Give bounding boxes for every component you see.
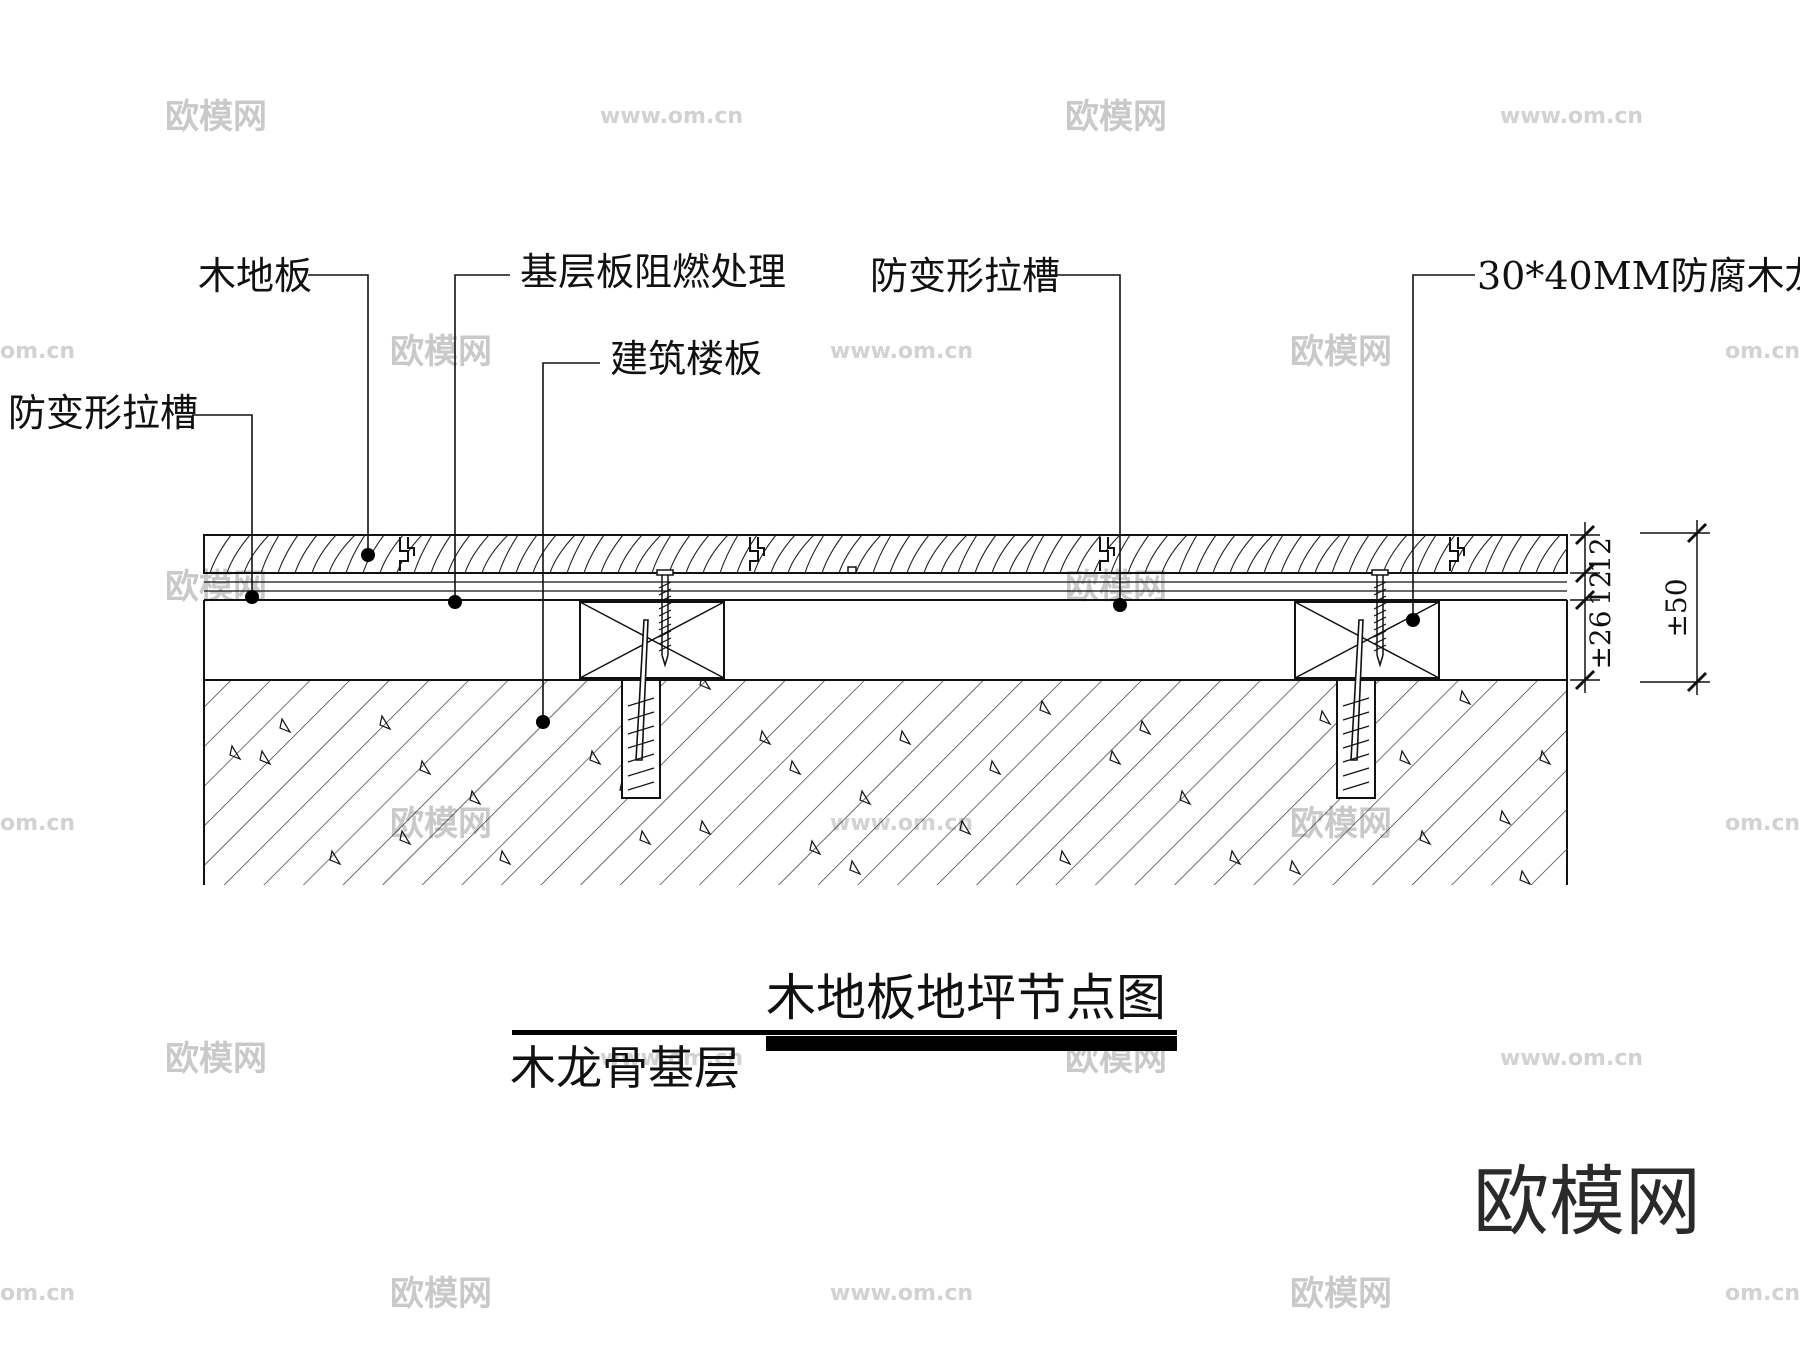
watermark-url: www.om.cn xyxy=(600,104,743,129)
title-main: 木地板地坪节点图 xyxy=(766,969,1166,1027)
label-anti-deform-mid: 防变形拉槽 xyxy=(870,254,1060,298)
dim-26: ±26 xyxy=(1584,610,1617,669)
watermark-brand: 欧模网 xyxy=(1065,97,1167,137)
anchor-hole xyxy=(1336,619,1376,799)
watermark-url-fragment: om.cn xyxy=(0,811,75,836)
watermark-layer: 欧模网欧模网欧模网欧模网欧模网欧模网欧模网欧模网欧模网欧模网欧模网欧模网www.… xyxy=(0,97,1800,1314)
joist xyxy=(579,569,725,799)
watermark-url-fragment: om.cn xyxy=(1725,1281,1800,1306)
title-sub: 木龙骨基层 xyxy=(510,1041,740,1095)
label-anti-deform-left: 防变形拉槽 xyxy=(8,391,198,435)
watermark-url: www.om.cn xyxy=(1500,1046,1643,1071)
watermark-url: www.om.cn xyxy=(830,339,973,364)
dimension-group xyxy=(1570,520,1710,695)
label-wood-floor: 木地板 xyxy=(198,254,312,298)
watermark-brand: 欧模网 xyxy=(165,97,267,137)
leader-dots xyxy=(245,548,1420,729)
title-underline-thin xyxy=(512,1030,1177,1035)
watermark-brand: 欧模网 xyxy=(1290,332,1392,372)
watermark-url: www.om.cn xyxy=(830,1281,973,1306)
watermark-url-fragment: om.cn xyxy=(1725,811,1800,836)
anchor-hole xyxy=(621,619,661,799)
base-board-layer xyxy=(204,566,1567,601)
watermark-url: www.om.cn xyxy=(1500,104,1643,129)
dim-12-mid: 12 xyxy=(1584,570,1617,606)
watermark-url: www.om.cn xyxy=(600,1046,743,1071)
watermark-brand: 欧模网 xyxy=(390,332,492,372)
watermark-brand: 欧模网 xyxy=(165,1039,267,1079)
watermark-url-fragment: om.cn xyxy=(0,339,75,364)
watermark-url-fragment: om.cn xyxy=(1725,339,1800,364)
watermark-brand: 欧模网 xyxy=(1290,1274,1392,1314)
watermark-url-fragment: om.cn xyxy=(0,1281,75,1306)
title-underline-thick xyxy=(766,1036,1177,1051)
label-building-slab: 建筑楼板 xyxy=(610,337,762,381)
watermark-brand: 欧模网 xyxy=(390,1274,492,1314)
dim-12-top: 12 xyxy=(1584,537,1617,573)
screw xyxy=(1371,569,1389,668)
leader-lines xyxy=(192,274,1475,722)
screw xyxy=(656,569,674,668)
brand-logo: 欧模网 xyxy=(1473,1157,1701,1246)
label-joist: 30*40MM防腐木龙骨 xyxy=(1477,254,1800,298)
label-base-board: 基层板阻燃处理 xyxy=(520,250,786,294)
wood-floor-layer xyxy=(203,534,1568,574)
dim-50: ±50 xyxy=(1660,578,1693,637)
